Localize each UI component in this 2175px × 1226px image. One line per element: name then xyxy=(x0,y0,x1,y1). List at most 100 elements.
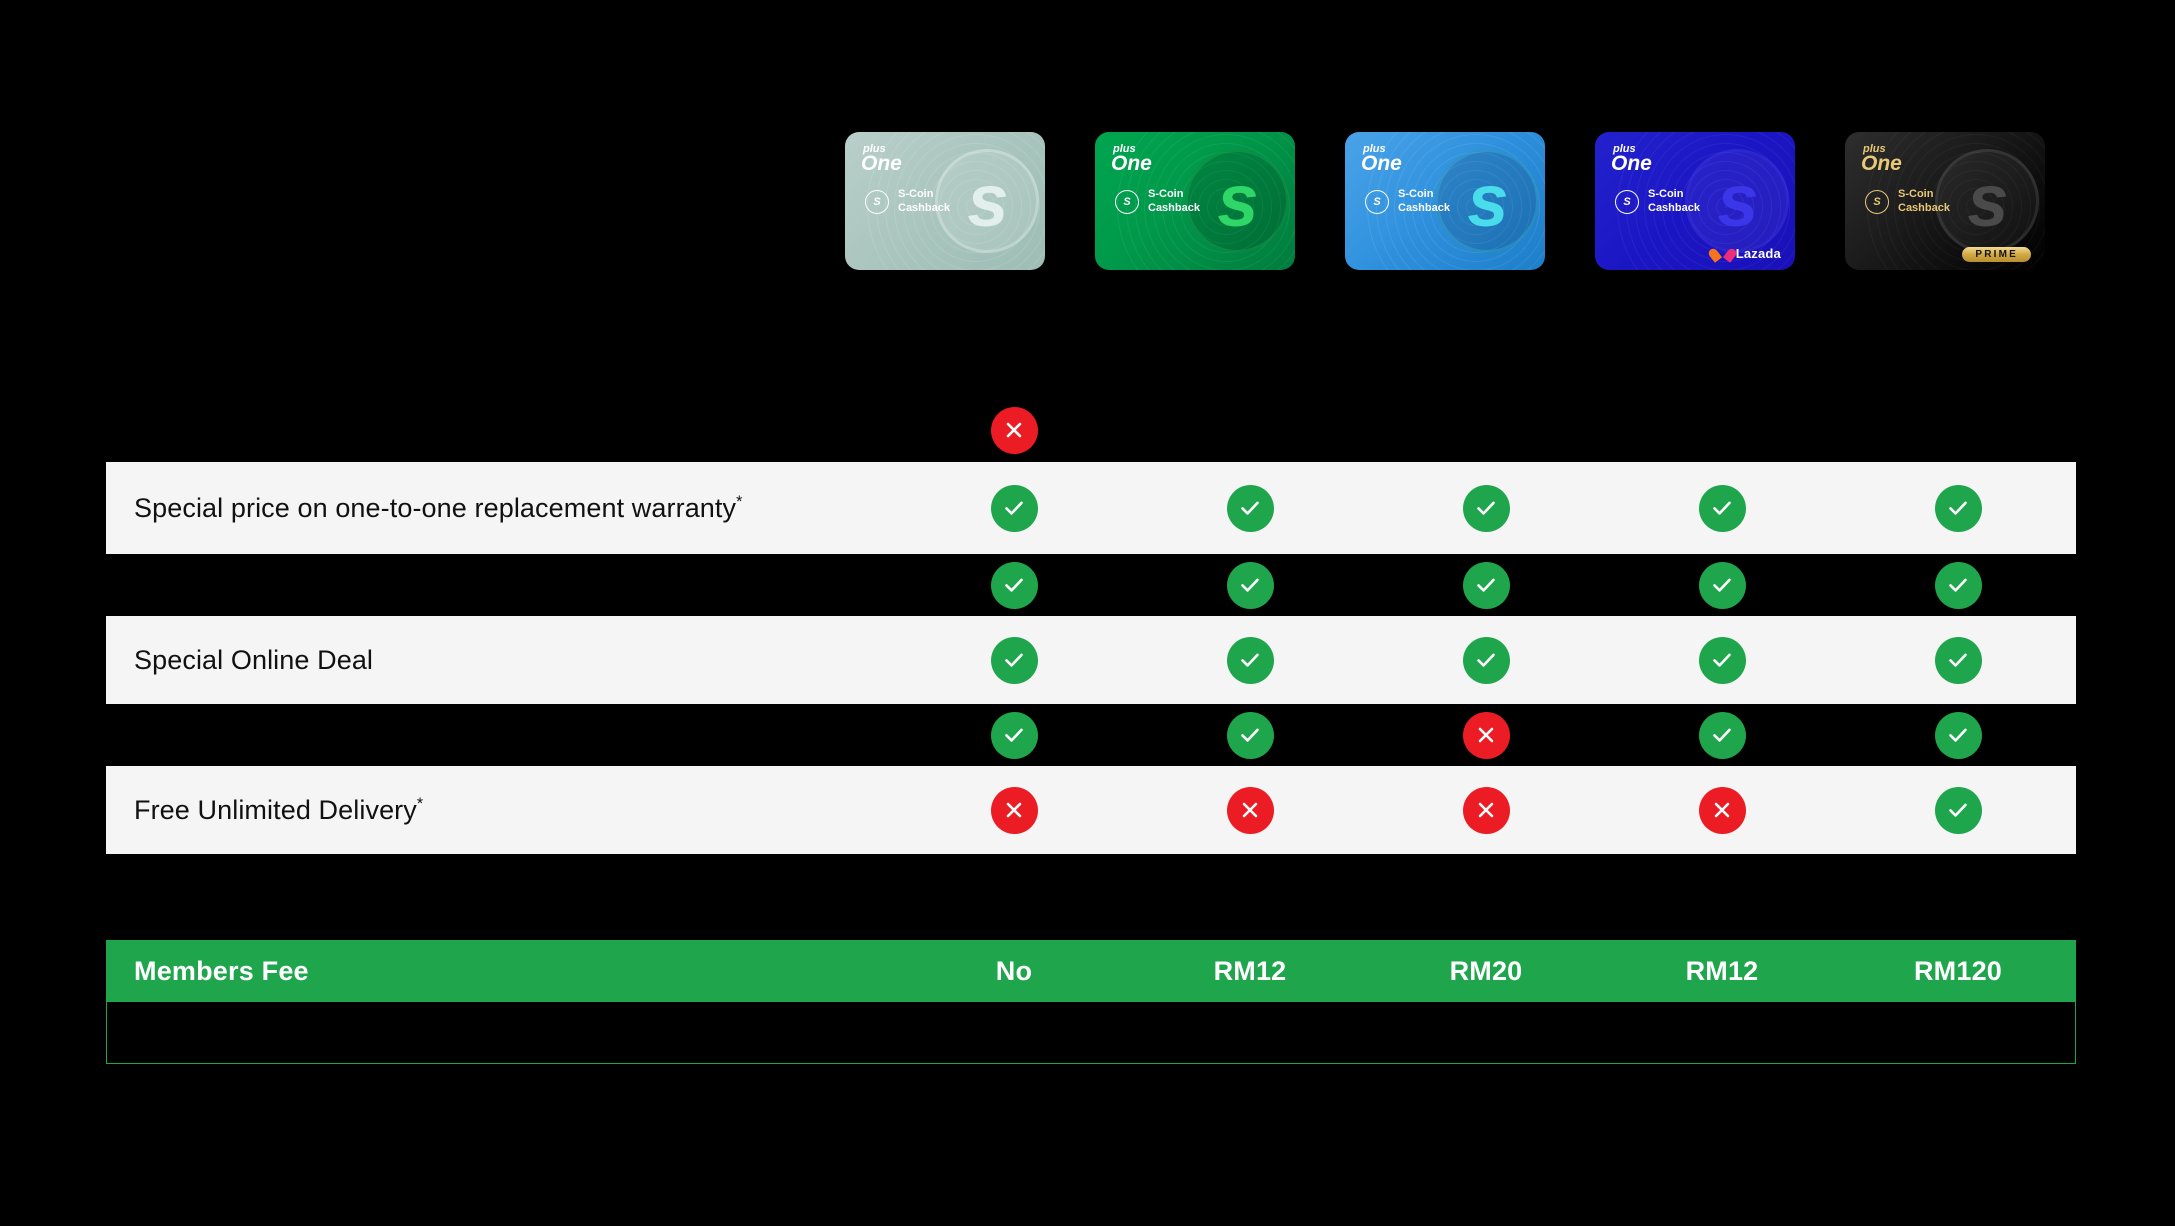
check-icon xyxy=(1226,711,1274,759)
cashback-line-1: S-Coin xyxy=(1648,188,1684,200)
scoin-glyph: S xyxy=(1623,195,1631,208)
table-cell xyxy=(1840,786,2076,834)
row-cells xyxy=(896,636,2076,684)
check-icon xyxy=(1698,636,1746,684)
card-s-logo-icon: s xyxy=(1935,149,2039,253)
members-fee-label: Members Fee xyxy=(134,955,309,986)
table-cell xyxy=(1604,561,1840,609)
table-cell xyxy=(1368,407,1604,454)
row-cells xyxy=(896,711,2076,759)
check-icon xyxy=(1462,561,1510,609)
lazada-partner-logo: Lazada xyxy=(1714,245,1781,261)
table-cell xyxy=(1368,786,1604,834)
table-cell xyxy=(1840,636,2076,684)
scoin-icon: S xyxy=(1615,189,1639,214)
members-fee-value: RM20 xyxy=(1449,955,1523,986)
table-cell xyxy=(1132,786,1368,834)
scoin-icon: S xyxy=(1115,189,1139,214)
scoin-icon: S xyxy=(1865,189,1889,214)
table-cell xyxy=(1604,711,1840,759)
cross-icon xyxy=(1462,786,1510,834)
members-fee-value: No xyxy=(995,955,1033,986)
row-label: Special price on one-to-one replacement … xyxy=(106,491,896,526)
cross-icon xyxy=(1698,786,1746,834)
card-ring-pattern xyxy=(1611,132,1795,270)
comparison-table: Special price on one-to-one replacement … xyxy=(106,398,2076,854)
scoin-icon: S xyxy=(1365,189,1389,214)
card-ring-pattern xyxy=(1111,132,1295,270)
table-cell xyxy=(896,786,1132,834)
check-icon xyxy=(1934,484,1982,532)
cashback-line-1: S-Coin xyxy=(1148,188,1184,200)
table-cell xyxy=(896,711,1132,759)
table-cell xyxy=(1840,711,2076,759)
lazada-wordmark: Lazada xyxy=(1735,245,1781,261)
table-cell xyxy=(1368,711,1604,759)
check-icon xyxy=(990,561,1038,609)
table-cell xyxy=(1132,711,1368,759)
scoin-glyph: S xyxy=(1373,195,1381,208)
table-row: Special Online Deal xyxy=(106,616,2076,704)
row-cells xyxy=(896,406,2076,454)
cashback-line-1: S-Coin xyxy=(898,188,934,200)
brand-one-text: One xyxy=(861,152,902,175)
card-s-logo-icon: s xyxy=(1685,149,1789,253)
scoin-icon: S xyxy=(865,189,889,214)
members-fee-value: RM120 xyxy=(1913,955,2003,986)
brand-one-text: One xyxy=(1861,152,1902,175)
table-cell xyxy=(1132,636,1368,684)
row-label-footnote-marker: * xyxy=(416,794,424,813)
table-cell xyxy=(896,484,1132,532)
prime-badge: PRIME xyxy=(1962,247,2031,262)
table-cell xyxy=(1368,636,1604,684)
check-icon xyxy=(1934,561,1982,609)
check-icon xyxy=(990,711,1038,759)
cashback-line-1: S-Coin xyxy=(1898,188,1934,200)
table-row xyxy=(106,704,2076,766)
cashback-line-2: Cashback xyxy=(898,201,950,214)
brand-plus-text: plus xyxy=(1363,143,1386,155)
check-icon xyxy=(1462,636,1510,684)
table-cell xyxy=(1604,407,1840,454)
table-cell xyxy=(1604,786,1840,834)
cashback-line-1: S-Coin xyxy=(1398,188,1434,200)
table-cell xyxy=(1368,561,1604,609)
table-cell xyxy=(1840,407,2076,454)
row-label: Free Unlimited Delivery* xyxy=(106,793,896,828)
table-row xyxy=(106,554,2076,616)
row-cells xyxy=(896,786,2076,834)
table-cell xyxy=(1840,484,2076,532)
cashback-line-2: Cashback xyxy=(1148,201,1200,214)
table-cell xyxy=(1604,636,1840,684)
check-icon xyxy=(990,636,1038,684)
check-icon xyxy=(1226,561,1274,609)
brand-plus-text: plus xyxy=(1863,143,1886,155)
table-cell xyxy=(1368,484,1604,532)
row-label-text: Special Online Deal xyxy=(134,644,374,675)
check-icon xyxy=(1226,484,1274,532)
check-icon xyxy=(1698,711,1746,759)
check-icon xyxy=(1226,636,1274,684)
table-cell xyxy=(1840,561,2076,609)
